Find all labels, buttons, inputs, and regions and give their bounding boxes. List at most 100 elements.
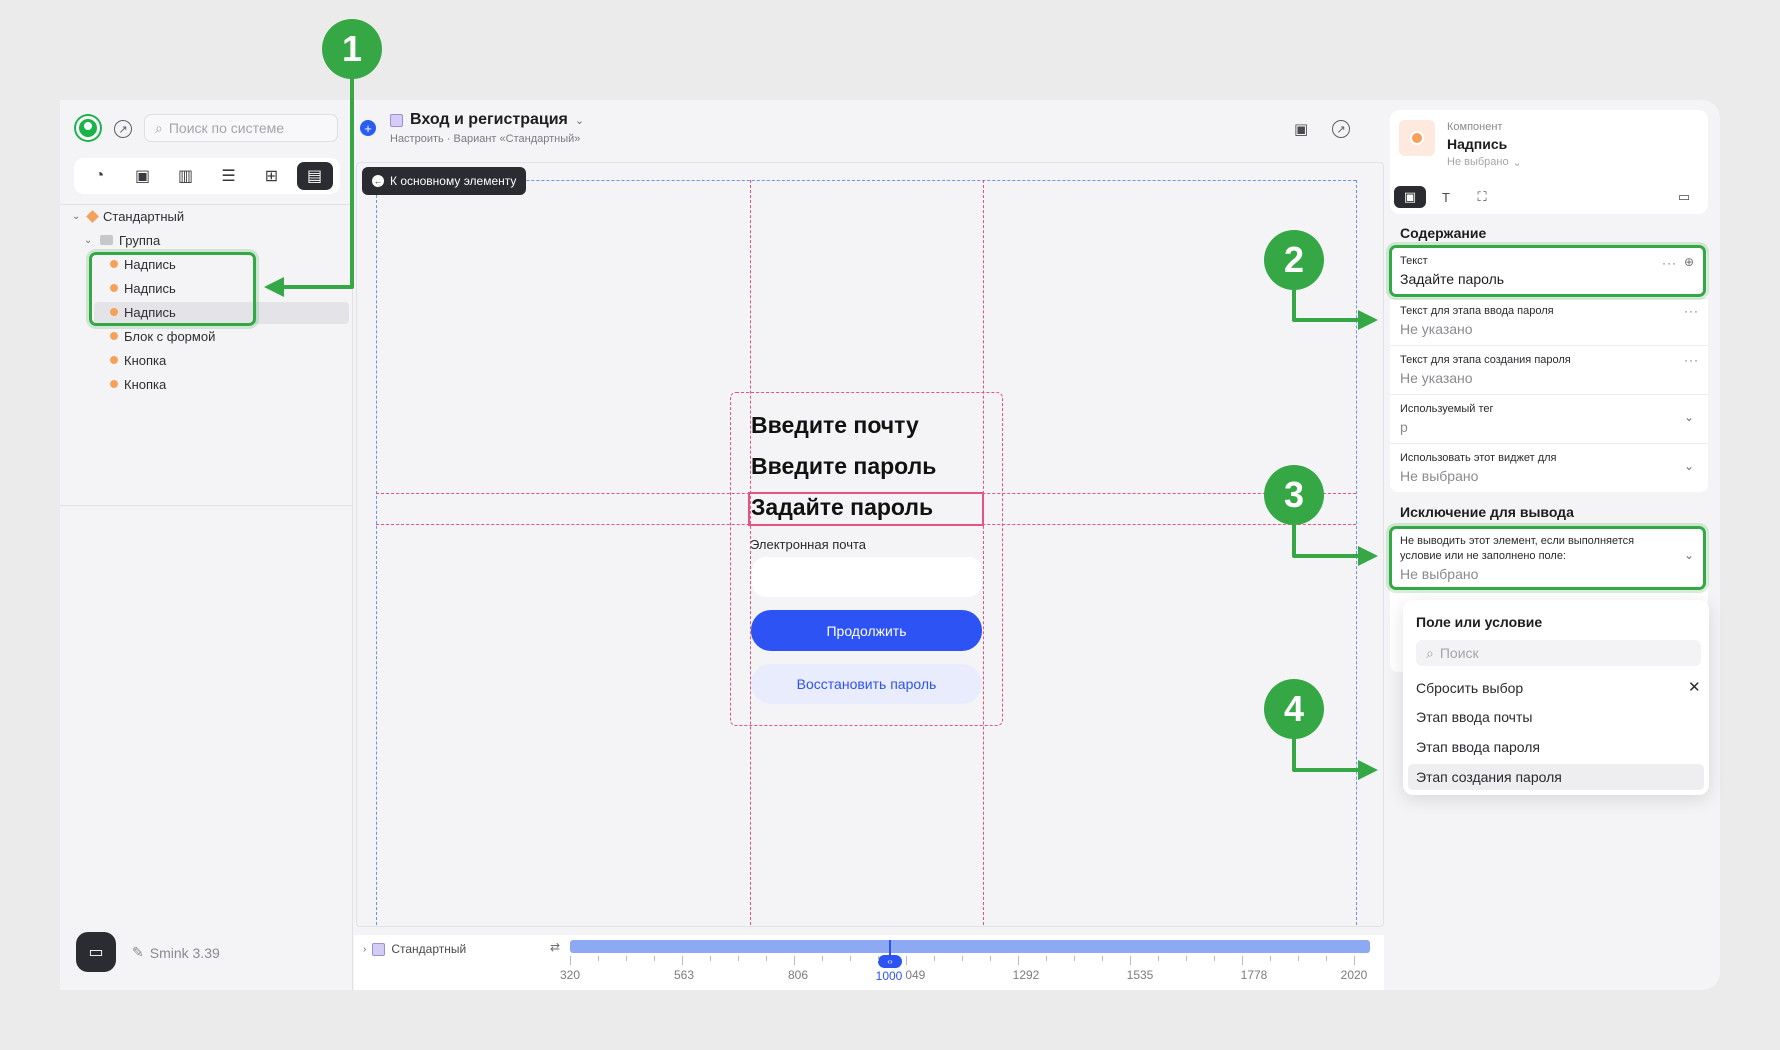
left-sidebar bbox=[60, 100, 353, 990]
chevron-down-icon[interactable]: ⌄ bbox=[1684, 548, 1695, 562]
tick-label: 2020 bbox=[1340, 968, 1368, 982]
tick-mark bbox=[710, 956, 711, 961]
add-box-icon[interactable]: ⊞ bbox=[264, 168, 279, 185]
more-options-icon[interactable]: ··· bbox=[1684, 353, 1699, 367]
chat-icon: ▭ bbox=[88, 944, 104, 961]
close-icon[interactable]: ✕ bbox=[1688, 679, 1701, 696]
prop-tag-select[interactable]: Используемый тег p bbox=[1400, 403, 1494, 435]
tick-mark bbox=[878, 956, 879, 961]
chevron-down-icon[interactable]: ⌄ bbox=[1684, 459, 1695, 473]
download-icon[interactable]: ⊕ bbox=[1684, 255, 1695, 269]
add-page-button[interactable]: + bbox=[360, 120, 376, 136]
tick-mark bbox=[1242, 956, 1243, 965]
folder-icon bbox=[100, 235, 113, 245]
tick-mark bbox=[822, 956, 823, 961]
more-options-icon[interactable]: ··· bbox=[1684, 304, 1699, 318]
tick-mark bbox=[1130, 956, 1131, 965]
guide-line bbox=[376, 180, 377, 925]
props-tab-icon[interactable]: ▣ bbox=[1394, 186, 1426, 208]
form-block[interactable] bbox=[730, 392, 1003, 726]
preview-image-icon[interactable]: ▣ bbox=[1294, 121, 1309, 138]
tick-mark bbox=[990, 956, 991, 961]
tree-row-form-block[interactable]: Блок с формой bbox=[110, 325, 215, 347]
rocket-icon[interactable]: ◔ bbox=[94, 167, 105, 184]
more-options-icon[interactable]: ··· bbox=[1662, 256, 1677, 270]
annotation-badge-1: 1 bbox=[322, 19, 382, 79]
component-kind: Компонент bbox=[1447, 121, 1503, 133]
tree-row-label-1[interactable]: Надпись bbox=[110, 253, 176, 275]
component-state-select[interactable]: Не выбрано⌄ bbox=[1447, 156, 1522, 169]
annotation-arrow-2 bbox=[1292, 290, 1366, 322]
page-icon bbox=[390, 113, 403, 127]
guide-line bbox=[1356, 180, 1357, 925]
heading-email[interactable]: Введите почту bbox=[751, 412, 919, 438]
component-card bbox=[1390, 110, 1708, 214]
email-field[interactable] bbox=[752, 557, 982, 597]
annotation-highlight-2 bbox=[1389, 245, 1706, 297]
system-search-input[interactable]: ⌕ Поиск по системе bbox=[144, 114, 338, 142]
search-icon: ⌕ bbox=[1426, 644, 1434, 661]
restore-password-button[interactable]: Восстановить пароль bbox=[751, 664, 982, 704]
divider bbox=[1390, 345, 1708, 346]
dropdown-title: Поле или условие bbox=[1416, 614, 1543, 630]
component-thumbnail bbox=[1399, 120, 1435, 156]
book-icon[interactable]: ▥ bbox=[177, 168, 194, 185]
prop-text-create-stage[interactable]: Текст для этапа создания пароля Не указа… bbox=[1400, 354, 1571, 386]
chevron-down-icon: ⌄ bbox=[574, 114, 585, 127]
exclusion-condition-select[interactable]: Не выводить этот элемент, если выполняет… bbox=[1400, 535, 1635, 582]
search-icon: ⌕ bbox=[155, 119, 163, 136]
fullscreen-tab-icon[interactable]: ⛶ bbox=[1477, 189, 1487, 204]
tick-mark bbox=[906, 956, 907, 965]
pen-icon: ✎ bbox=[132, 944, 144, 960]
component-name: Надпись bbox=[1447, 136, 1508, 152]
dropdown-item-email-stage[interactable]: Этап ввода почты bbox=[1416, 709, 1533, 725]
tick-mark bbox=[1018, 956, 1019, 965]
email-field-label: Электронная почта bbox=[750, 537, 867, 552]
heading-set-password[interactable]: Задайте пароль bbox=[751, 494, 934, 520]
external-link-icon[interactable]: ↗ bbox=[1332, 120, 1350, 138]
prop-text-password-stage[interactable]: Текст для этапа ввода пароля Не указано bbox=[1400, 305, 1554, 337]
tree-row-button-2[interactable]: Кнопка bbox=[110, 373, 166, 395]
content-section-title: Содержание bbox=[1400, 225, 1487, 241]
component-dot-icon bbox=[110, 356, 118, 364]
arrow-head-icon bbox=[1358, 760, 1378, 780]
tree-row-label-2[interactable]: Надпись bbox=[110, 277, 176, 299]
console-icon[interactable]: ▭ bbox=[1677, 189, 1691, 204]
component-dot-icon bbox=[1410, 131, 1424, 145]
guide-line bbox=[983, 180, 984, 925]
dropdown-item-create-password-stage[interactable]: Этап создания пароля bbox=[1408, 764, 1704, 790]
tick-mark bbox=[1074, 956, 1075, 961]
continue-button[interactable]: Продолжить bbox=[751, 610, 982, 651]
back-to-parent-button[interactable]: ← К основному элементу bbox=[362, 167, 527, 195]
layers-icon[interactable]: ▤ bbox=[296, 162, 333, 190]
tree-row-button-1[interactable]: Кнопка bbox=[110, 349, 166, 371]
text-tab-icon[interactable]: T bbox=[1442, 189, 1450, 205]
breakpoint-slider-handle[interactable]: ‹› bbox=[878, 955, 902, 968]
chevron-down-icon: ⌄ bbox=[84, 234, 93, 246]
app-logo-icon[interactable] bbox=[76, 116, 100, 140]
chat-button[interactable]: ▭ bbox=[76, 932, 116, 972]
page-title[interactable]: Вход и регистрация ⌄ bbox=[390, 111, 584, 129]
swap-icon[interactable]: ⇄ bbox=[550, 940, 561, 954]
tick-mark bbox=[570, 956, 571, 965]
external-link-icon[interactable]: ↗ bbox=[114, 120, 132, 138]
breakpoint-slider-track[interactable] bbox=[570, 940, 1370, 953]
tree-row-root[interactable]: ⌄ Стандартный bbox=[72, 208, 185, 224]
heading-password[interactable]: Введите пароль bbox=[751, 453, 937, 479]
dropdown-item-reset[interactable]: Сбросить выбор bbox=[1416, 680, 1524, 696]
tree-row-group[interactable]: ⌄ Группа bbox=[84, 232, 161, 248]
prop-widget-usage-select[interactable]: Использовать этот виджет для Не выбрано bbox=[1400, 452, 1557, 484]
sliders-icon[interactable]: ☰ bbox=[221, 168, 236, 185]
tree-row-label-3[interactable]: Надпись bbox=[110, 301, 176, 323]
annotation-highlight-3 bbox=[1389, 526, 1706, 590]
chevron-down-icon[interactable]: ⌄ bbox=[1684, 410, 1695, 424]
prop-text[interactable]: Текст Задайте пароль bbox=[1400, 255, 1505, 287]
dropdown-item-password-stage[interactable]: Этап ввода пароля bbox=[1416, 739, 1540, 755]
tree-row-selected-bg bbox=[94, 302, 349, 324]
image-icon[interactable]: ▣ bbox=[134, 168, 151, 185]
breakpoint-variant[interactable]: › Стандартный bbox=[363, 942, 467, 956]
dropdown-search-input[interactable]: ⌕ Поиск bbox=[1416, 640, 1701, 666]
arrow-head-icon bbox=[1358, 546, 1378, 566]
tick-mark bbox=[850, 956, 851, 961]
chevron-right-icon: › bbox=[363, 943, 367, 955]
